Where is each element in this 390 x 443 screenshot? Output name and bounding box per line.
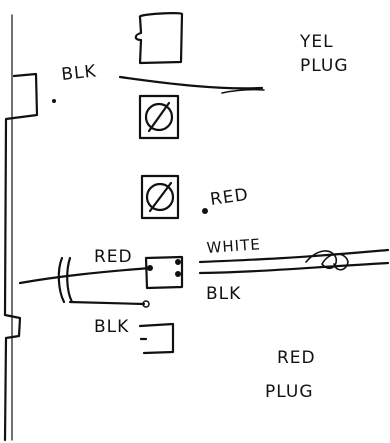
label-red-mid: RED <box>209 185 250 210</box>
small-dot <box>52 99 56 103</box>
connector-block <box>144 255 184 290</box>
wire-loop <box>57 256 74 304</box>
label-yel: YEL <box>299 32 334 52</box>
terminal-slash-lower <box>148 181 173 213</box>
red-wire <box>18 266 152 285</box>
terminal-slash-upper <box>147 101 171 133</box>
arrow-wire <box>68 300 146 306</box>
label-blk-lower: BLK <box>206 284 241 304</box>
blk-wire-lower <box>198 261 390 275</box>
arrow-terminal <box>142 300 150 308</box>
label-blk-bottom: BLK <box>94 317 129 337</box>
label-yel-plug: PLUG <box>300 56 349 76</box>
blk-wire-top-b <box>221 88 265 94</box>
white-wire <box>198 248 390 264</box>
terminal-box-upper <box>138 94 180 140</box>
label-red-left: RED <box>94 247 133 267</box>
red-dot <box>202 208 208 214</box>
red-plug-shape <box>138 322 175 355</box>
wire-twist <box>305 250 349 271</box>
left-bracket <box>3 72 39 442</box>
label-white: WHITE <box>206 235 261 257</box>
terminal-box-lower <box>140 174 180 220</box>
label-red-plug-2: PLUG <box>265 382 314 402</box>
connector-pin-right-bottom <box>175 271 181 277</box>
connector-pin-right-top <box>175 259 181 265</box>
yel-plug-shape <box>134 12 184 65</box>
label-red-plug: RED <box>277 348 316 368</box>
blk-wire-top <box>118 75 264 90</box>
terminal-screw-lower <box>145 182 175 212</box>
terminal-screw-upper <box>144 102 174 132</box>
label-blk-top: BLK <box>60 61 97 85</box>
